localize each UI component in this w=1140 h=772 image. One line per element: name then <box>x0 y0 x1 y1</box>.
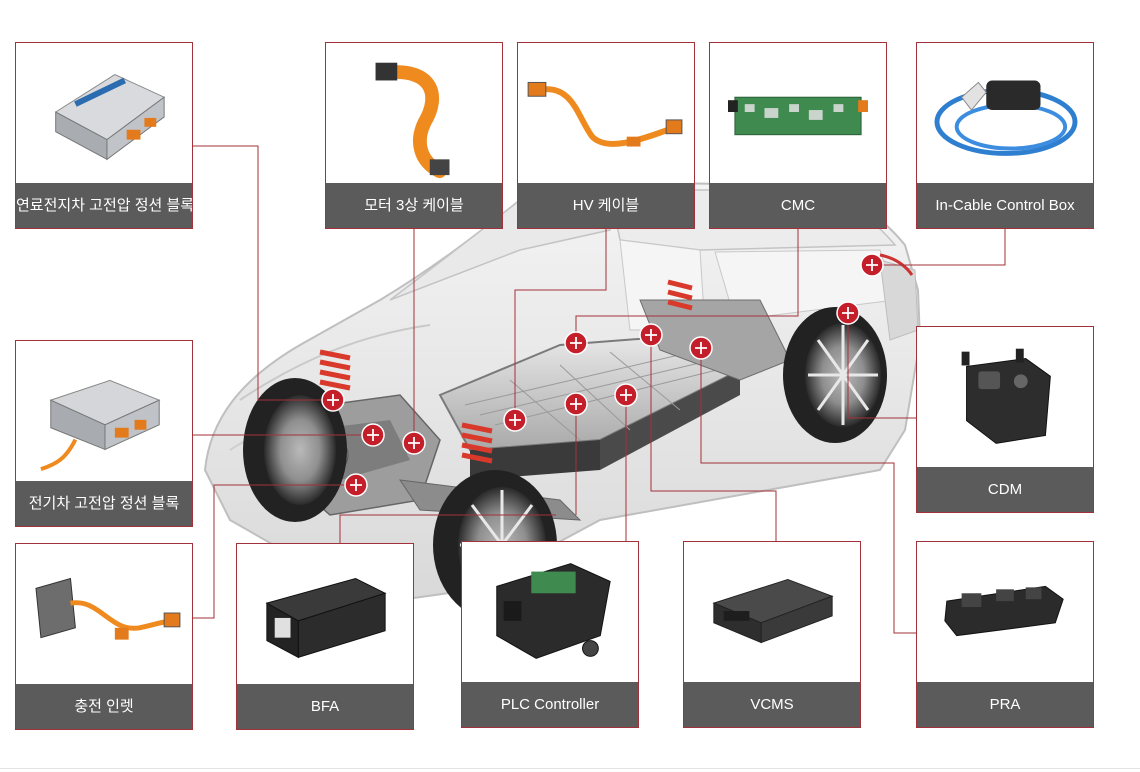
card-label: HV 케이블 <box>518 183 694 228</box>
bfa-module-icon <box>237 544 413 684</box>
card-pra[interactable]: PRA <box>916 541 1094 728</box>
card-fuelcell-junction-block[interactable]: 연료전지차 고전압 정션 블록 <box>15 42 193 229</box>
card-label: 충전 인렛 <box>16 684 192 729</box>
card-label: 연료전지차 고전압 정션 블록 <box>16 183 192 228</box>
card-ev-junction-block[interactable]: 전기차 고전압 정션 블록 <box>15 340 193 527</box>
card-charging-inlet[interactable]: 충전 인렛 <box>15 543 193 730</box>
cmc-circuit-board-icon <box>710 43 886 183</box>
ev-junction-block-icon <box>16 341 192 481</box>
cdm-module-icon <box>917 327 1093 467</box>
plus-icon[interactable] <box>564 331 588 355</box>
motor-3phase-cable-icon <box>326 43 502 183</box>
card-bfa[interactable]: BFA <box>236 543 414 730</box>
card-label: VCMS <box>684 682 860 727</box>
pra-relay-icon <box>917 542 1093 682</box>
card-label: CDM <box>917 467 1093 512</box>
plus-icon[interactable] <box>402 431 426 455</box>
vcms-module-icon <box>684 542 860 682</box>
plus-icon[interactable] <box>860 253 884 277</box>
card-motor-cable[interactable]: 모터 3상 케이블 <box>325 42 503 229</box>
fuel-cell-junction-block-icon <box>16 43 192 183</box>
plus-icon[interactable] <box>836 301 860 325</box>
plus-icon[interactable] <box>564 392 588 416</box>
card-label: 모터 3상 케이블 <box>326 183 502 228</box>
plus-icon[interactable] <box>361 423 385 447</box>
in-cable-control-box-icon <box>917 43 1093 183</box>
coil-springs <box>319 279 693 464</box>
card-label: PRA <box>917 682 1093 727</box>
plus-icon[interactable] <box>344 473 368 497</box>
hotspots <box>321 253 884 497</box>
card-cdm[interactable]: CDM <box>916 326 1094 513</box>
hv-cable-icon <box>518 43 694 183</box>
card-label: In-Cable Control Box <box>917 183 1093 228</box>
card-cmc[interactable]: CMC <box>709 42 887 229</box>
plus-icon[interactable] <box>503 408 527 432</box>
card-hv-cable[interactable]: HV 케이블 <box>517 42 695 229</box>
card-label: 전기차 고전압 정션 블록 <box>16 481 192 526</box>
plus-icon[interactable] <box>321 388 345 412</box>
card-label: BFA <box>237 684 413 729</box>
wheels <box>243 307 887 620</box>
connector-lines <box>193 145 1006 634</box>
plus-icon[interactable] <box>639 323 663 347</box>
plc-controller-icon <box>462 542 638 682</box>
bottom-divider <box>0 768 1140 769</box>
card-vcms[interactable]: VCMS <box>683 541 861 728</box>
card-plc-controller[interactable]: PLC Controller <box>461 541 639 728</box>
plus-icon[interactable] <box>614 383 638 407</box>
card-in-cable-control-box[interactable]: In-Cable Control Box <box>916 42 1094 229</box>
card-label: CMC <box>710 183 886 228</box>
plus-icon[interactable] <box>689 336 713 360</box>
card-label: PLC Controller <box>462 682 638 727</box>
charging-inlet-icon <box>16 544 192 684</box>
